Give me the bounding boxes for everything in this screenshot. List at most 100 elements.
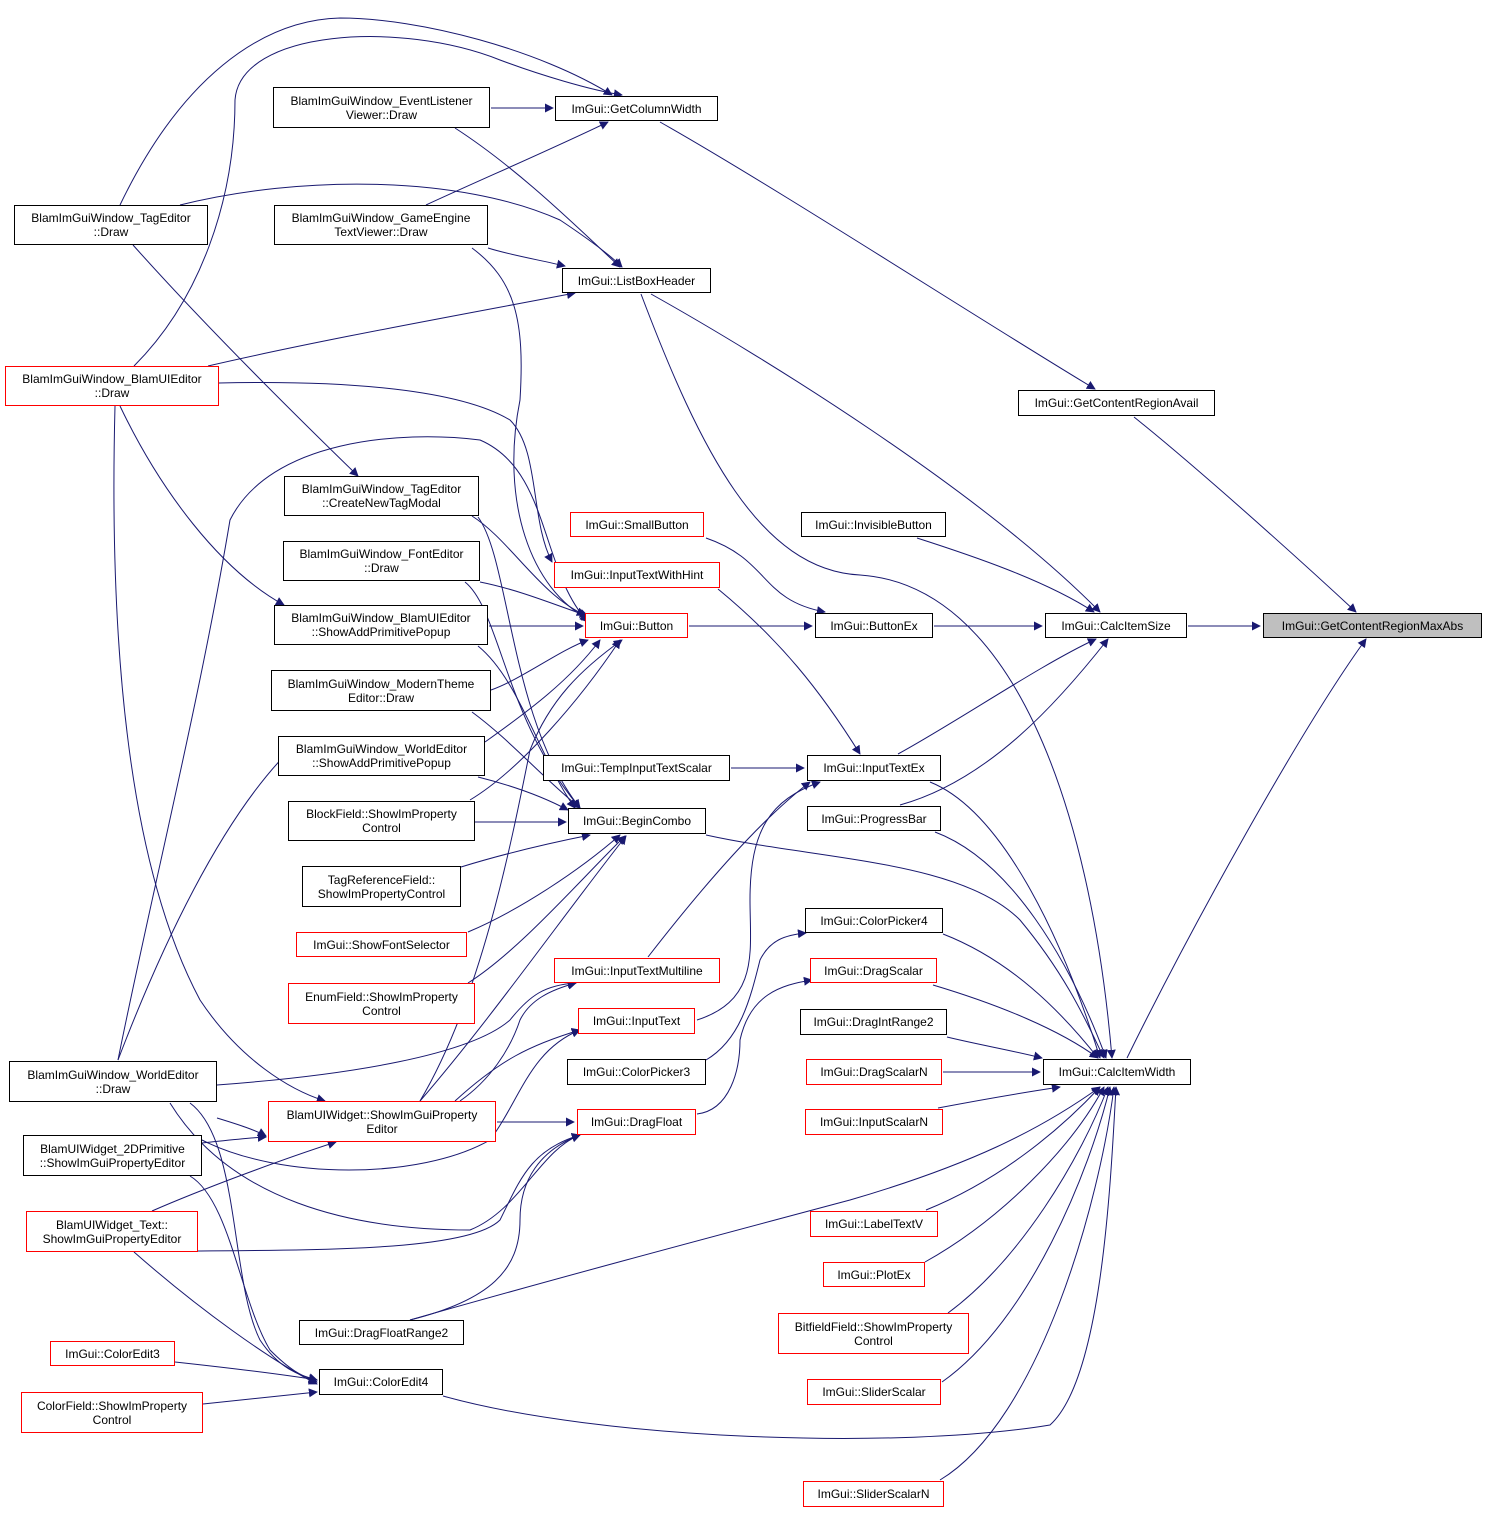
edge-listbox-to-calcsize bbox=[650, 293, 1101, 613]
edge-sliderscalarn-to-calcwidth bbox=[939, 1086, 1118, 1481]
node-label: ::ShowImGuiPropertyEditor bbox=[39, 1155, 186, 1170]
node-label: ImGui::ListBoxHeader bbox=[577, 273, 696, 288]
node-label: ImGui::ButtonEx bbox=[830, 618, 918, 633]
node-dragscalar[interactable]: ImGui::DragScalar bbox=[810, 958, 937, 983]
node-button[interactable]: ImGui::Button bbox=[585, 613, 688, 638]
edge-listbox-to-calcwidth bbox=[640, 293, 1116, 1059]
edge-inputtextex-to-calcwidth bbox=[929, 781, 1102, 1059]
edge-colorpicker3-to-colorpicker4 bbox=[705, 929, 807, 1061]
node-label: ImGui::ColorEdit3 bbox=[65, 1346, 160, 1361]
node-label: ImGui::PlotEx bbox=[837, 1267, 911, 1282]
node-label: ImGui::DragFloat bbox=[590, 1115, 683, 1129]
node-sliderscalarn[interactable]: ImGui::SliderScalarN bbox=[803, 1481, 944, 1507]
node-colorpicker3[interactable]: ImGui::ColorPicker3 bbox=[567, 1059, 706, 1085]
node-fonteditor[interactable]: BlamImGuiWindow_FontEditor::Draw bbox=[283, 541, 480, 581]
node-label: ImGui::ColorEdit4 bbox=[333, 1375, 429, 1389]
edge-tagref-to-begincombo bbox=[460, 832, 591, 868]
node-tagref[interactable]: TagReferenceField::ShowImPropertyControl bbox=[302, 866, 461, 907]
node-dragfloat[interactable]: ImGui::DragFloat bbox=[577, 1109, 696, 1135]
edge-worldaddprim-to-button bbox=[484, 639, 601, 743]
node-label: Editor::Draw bbox=[347, 690, 415, 705]
node-blamuidraw[interactable]: BlamImGuiWindow_BlamUIEditor::Draw bbox=[5, 366, 219, 406]
edge-dragintrange2-to-calcwidth bbox=[946, 1036, 1043, 1061]
node-dragfloatrange2[interactable]: ImGui::DragFloatRange2 bbox=[299, 1320, 464, 1345]
node-listbox[interactable]: ImGui::ListBoxHeader bbox=[562, 268, 711, 293]
edge-blockfield-to-button bbox=[469, 639, 621, 801]
node-progress[interactable]: ImGui::ProgressBar bbox=[807, 806, 941, 831]
edge-coloredit4-to-calcwidth bbox=[442, 1086, 1121, 1439]
edge-widgettext-to-dragfloat bbox=[197, 1133, 581, 1252]
node-label: ImGui::SmallButton bbox=[585, 517, 689, 532]
edge-prim2d-to-inputtext bbox=[201, 1028, 581, 1171]
edge-bitfield-to-calcwidth bbox=[947, 1086, 1110, 1314]
node-inputscalarn[interactable]: ImGui::InputScalarN bbox=[805, 1109, 943, 1135]
node-calcsize[interactable]: ImGui::CalcItemSize bbox=[1045, 613, 1187, 638]
node-label: ::Draw bbox=[94, 386, 130, 400]
node-label: ImGui::SliderScalarN bbox=[817, 1487, 930, 1501]
node-label: ShowImPropertyControl bbox=[317, 886, 446, 901]
edge-begincombo-to-calcwidth bbox=[705, 834, 1105, 1059]
node-inputtext[interactable]: ImGui::InputText bbox=[578, 1008, 695, 1034]
edge-blamuidraw-to-inputtextwithhint bbox=[218, 381, 553, 563]
edge-tageditordraw-to-colwidth bbox=[119, 17, 613, 206]
node-dragscalarn[interactable]: ImGui::DragScalarN bbox=[806, 1059, 942, 1085]
node-label: ImGui::DragScalarN bbox=[820, 1065, 928, 1079]
edge-inputtextex-to-calcsize bbox=[897, 638, 1097, 755]
node-colorpicker4[interactable]: ImGui::ColorPicker4 bbox=[805, 908, 943, 933]
node-calcwidth[interactable]: ImGui::CalcItemWidth bbox=[1043, 1059, 1191, 1085]
node-sliderscalar[interactable]: ImGui::SliderScalar bbox=[807, 1379, 941, 1405]
node-worldaddprim[interactable]: BlamImGuiWindow_WorldEditor::ShowAddPrim… bbox=[278, 736, 485, 776]
edge-dragfloatrange2-to-calcwidth bbox=[409, 1086, 1101, 1321]
node-label: BlamUIWidget::ShowImGuiProperty bbox=[286, 1107, 478, 1122]
node-coloredit3[interactable]: ImGui::ColorEdit3 bbox=[50, 1341, 175, 1366]
node-label: ImGui::TempInputTextScalar bbox=[561, 761, 712, 775]
edge-worldeditordraw-to-blamuiwidget bbox=[216, 1117, 267, 1137]
node-widgettext[interactable]: BlamUIWidget_Text::ShowImGuiPropertyEdit… bbox=[26, 1211, 198, 1252]
node-label: ::Draw bbox=[93, 225, 129, 239]
node-label: ImGui::CalcItemWidth bbox=[1058, 1065, 1176, 1079]
node-inputtextex[interactable]: ImGui::InputTextEx bbox=[807, 755, 941, 781]
edge-tageditordraw-to-listbox bbox=[179, 183, 623, 268]
node-label: ImGui::LabelTextV bbox=[824, 1217, 924, 1231]
node-tempinput[interactable]: ImGui::TempInputTextScalar bbox=[543, 755, 730, 781]
node-prim2d[interactable]: BlamUIWidget_2DPrimitive::ShowImGuiPrope… bbox=[23, 1135, 202, 1176]
node-buttonex[interactable]: ImGui::ButtonEx bbox=[815, 613, 933, 638]
node-colwidth[interactable]: ImGui::GetColumnWidth bbox=[555, 96, 718, 121]
node-inputtextmulti[interactable]: ImGui::InputTextMultiline bbox=[554, 958, 720, 983]
node-begincombo[interactable]: ImGui::BeginCombo bbox=[568, 808, 706, 834]
node-createnewtag[interactable]: BlamImGuiWindow_TagEditor::CreateNewTagM… bbox=[284, 476, 479, 516]
node-plotex[interactable]: ImGui::PlotEx bbox=[823, 1262, 925, 1287]
node-label: ImGui::InvisibleButton bbox=[815, 517, 932, 532]
node-inputtextwithhint[interactable]: ImGui::InputTextWithHint bbox=[554, 562, 720, 588]
node-dragintrange2[interactable]: ImGui::DragIntRange2 bbox=[800, 1009, 947, 1035]
edge-moderntheme-to-begincombo bbox=[471, 711, 581, 809]
node-coloredit4[interactable]: ImGui::ColorEdit4 bbox=[319, 1369, 443, 1395]
node-labeltextv[interactable]: ImGui::LabelTextV bbox=[810, 1211, 938, 1237]
node-invbtn[interactable]: ImGui::InvisibleButton bbox=[801, 512, 946, 537]
node-label: BlamImGuiWindow_BlamUIEditor bbox=[22, 372, 202, 386]
node-tageditordraw[interactable]: BlamImGuiWindow_TagEditor::Draw bbox=[14, 205, 208, 245]
node-fontselector[interactable]: ImGui::ShowFontSelector bbox=[296, 932, 467, 957]
node-label: Control bbox=[362, 1003, 401, 1018]
edge-worldaddprim-to-begincombo bbox=[477, 776, 569, 811]
node-avail[interactable]: ImGui::GetContentRegionAvail bbox=[1018, 390, 1215, 416]
node-label: ::Draw bbox=[95, 1081, 131, 1096]
edge-inputtext-to-inputtextex bbox=[696, 780, 821, 1021]
node-label: ImGui::InputTextWithHint bbox=[570, 568, 704, 582]
edge-inputscalarn-to-calcwidth bbox=[937, 1083, 1061, 1109]
node-worldeditordraw[interactable]: BlamImGuiWindow_WorldEditor::Draw bbox=[9, 1061, 217, 1102]
node-smallbutton[interactable]: ImGui::SmallButton bbox=[570, 512, 704, 537]
node-blamuiaddprim[interactable]: BlamImGuiWindow_BlamUIEditor::ShowAddPri… bbox=[274, 605, 488, 645]
edge-colorfield-to-coloredit4 bbox=[202, 1388, 318, 1405]
edge-worldeditordraw-to-worldaddprim bbox=[117, 749, 291, 1061]
edge-inputtextwithhint-to-inputtextex bbox=[717, 588, 861, 755]
edge-blamuidraw-to-blamuiaddprim bbox=[119, 405, 285, 606]
